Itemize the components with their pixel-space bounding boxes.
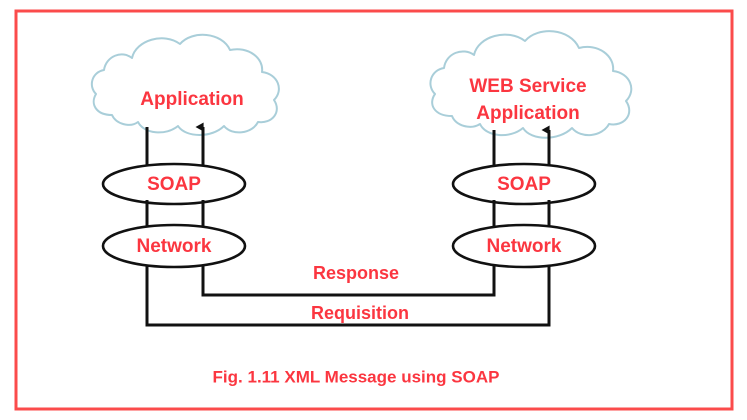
right-network-ellipse — [451, 223, 597, 269]
right-cloud: WEB Service Application — [429, 30, 633, 139]
left-soap-ellipse — [101, 162, 247, 206]
figure-frame — [14, 9, 734, 411]
right-network-node: Network — [451, 223, 597, 269]
requisition-path — [145, 265, 551, 327]
right-soap-node: SOAP — [451, 162, 597, 206]
left-cloud-label: Application — [140, 89, 243, 110]
left-network-ellipse — [101, 223, 247, 269]
left-soap-label: SOAP — [147, 174, 201, 195]
cloud-icon — [90, 33, 280, 136]
requisition-label: Requisition — [311, 303, 409, 323]
cloud-icon — [429, 30, 633, 139]
response-path — [201, 265, 496, 297]
right-network-label: Network — [487, 236, 562, 257]
left-cloud: Application — [90, 33, 280, 136]
right-soap-label: SOAP — [497, 174, 551, 195]
response-label: Response — [313, 263, 399, 283]
left-network-node: Network — [101, 223, 247, 269]
left-soap-node: SOAP — [101, 162, 247, 206]
figure-caption: Fig. 1.11 XML Message using SOAP — [213, 367, 500, 386]
right-cloud-label-line2: Application — [476, 103, 579, 124]
left-network-label: Network — [137, 236, 212, 257]
right-cloud-label-line1: WEB Service — [469, 76, 586, 97]
right-soap-ellipse — [451, 162, 597, 206]
